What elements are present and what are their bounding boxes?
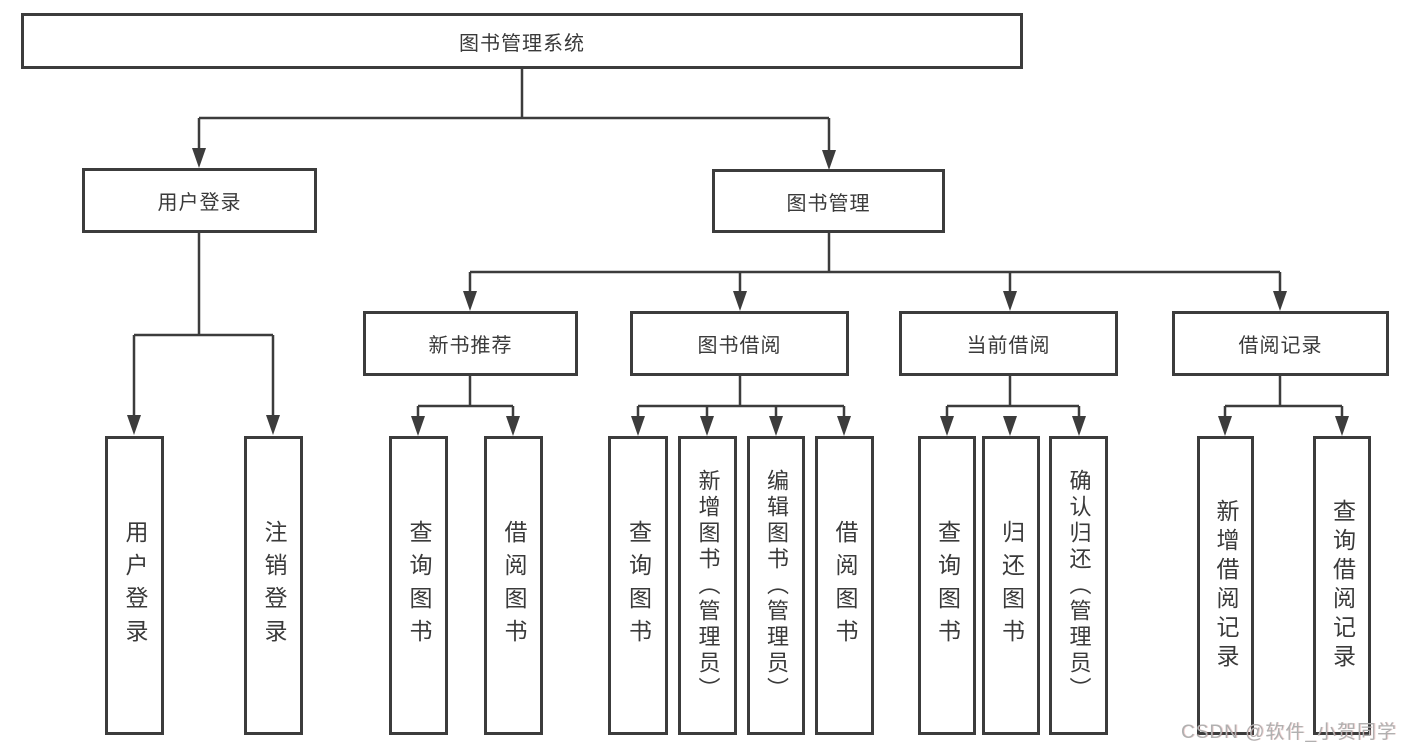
leaf-user-login: 用户登录 <box>105 436 164 735</box>
node-borrow-record: 借阅记录 <box>1172 311 1389 376</box>
leaf-edit-book-admin: 编辑图书（管理员） <box>747 436 805 735</box>
leaf-return-book: 归还图书 <box>982 436 1040 735</box>
leaf-borrow-book: 借阅图书 <box>815 436 874 735</box>
leaf-recommend-borrow-book: 借阅图书 <box>484 436 543 735</box>
leaf-query-borrow-record: 查询借阅记录 <box>1313 436 1371 735</box>
csdn-watermark: CSDN @软件_小贺同学 <box>1181 722 1397 743</box>
node-current-borrow: 当前借阅 <box>899 311 1118 376</box>
leaf-logout: 注销登录 <box>244 436 303 735</box>
leaf-recommend-query-book: 查询图书 <box>389 436 448 735</box>
leaf-borrow-query-book: 查询图书 <box>608 436 668 735</box>
leaf-current-query-book: 查询图书 <box>918 436 976 735</box>
arrowheads <box>127 148 1349 436</box>
leaf-add-book-admin: 新增图书（管理员） <box>678 436 737 735</box>
node-library-management-system: 图书管理系统 <box>21 13 1023 69</box>
node-user-login: 用户登录 <box>82 168 317 233</box>
leaf-confirm-return-admin: 确认归还（管理员） <box>1049 436 1108 735</box>
node-book-management: 图书管理 <box>712 169 945 233</box>
leaf-add-borrow-record: 新增借阅记录 <box>1197 436 1254 735</box>
node-book-borrow: 图书借阅 <box>630 311 849 376</box>
node-new-book-recommend: 新书推荐 <box>363 311 578 376</box>
